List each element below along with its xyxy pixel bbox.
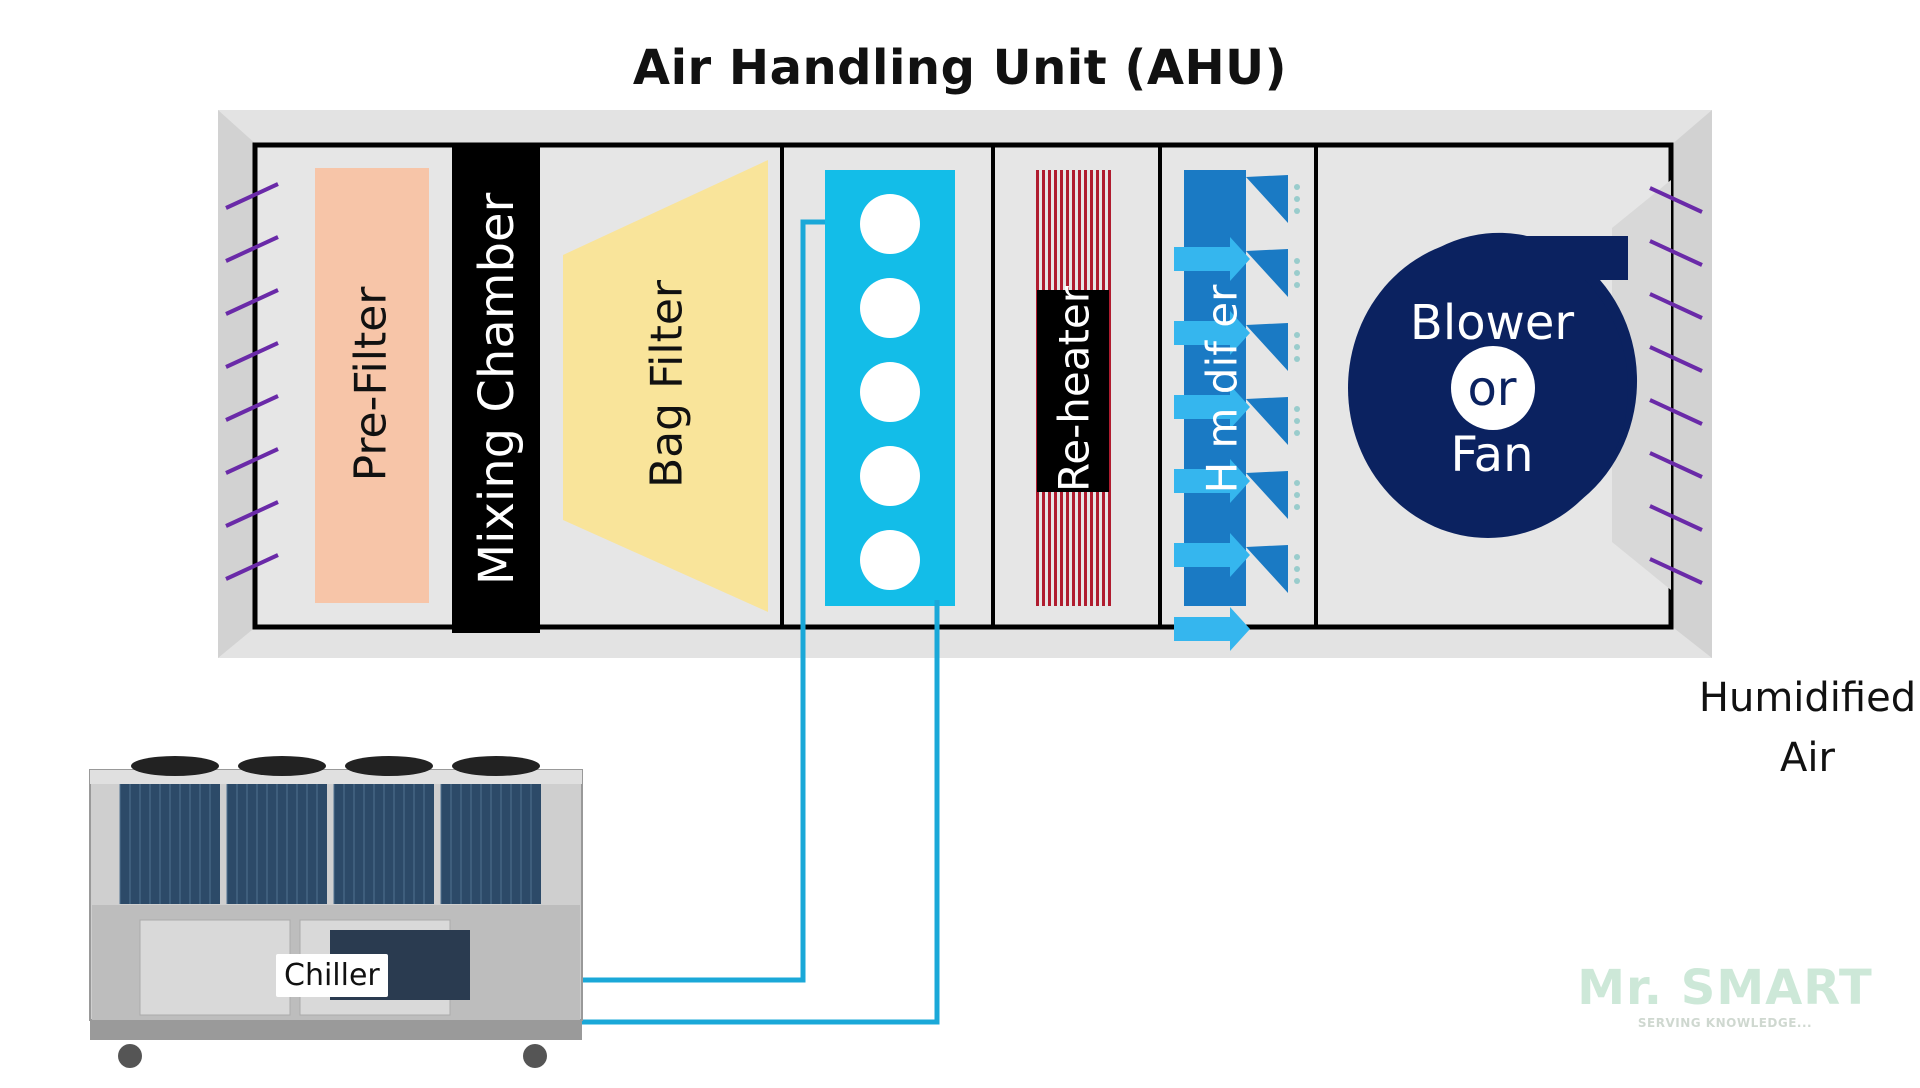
prefilter-label: Pre-Filter	[345, 286, 397, 482]
nozzle-dot	[1294, 196, 1300, 202]
spray-arrow	[1174, 459, 1250, 503]
nozzle-dot	[1294, 270, 1300, 276]
nozzle-dot	[1294, 406, 1300, 412]
nozzle-dot	[1294, 578, 1300, 584]
condenser-fan	[238, 756, 326, 776]
page-title: Air Handling Unit (AHU)	[632, 40, 1288, 96]
blower-fan	[1348, 232, 1638, 538]
chiller-unit	[89, 756, 583, 1068]
spray-cone	[1246, 323, 1288, 371]
louver-blade	[225, 394, 279, 422]
inlet-louvers	[225, 182, 279, 581]
nozzle-dot	[1294, 258, 1300, 264]
outlet-louvers	[1649, 186, 1703, 585]
condenser-fan	[131, 756, 219, 776]
spray-arrow	[1174, 607, 1250, 651]
nozzle-dot	[1294, 480, 1300, 486]
bag-filter-block	[563, 160, 768, 612]
spray-cone	[1246, 471, 1288, 519]
spray-cone	[1246, 397, 1288, 445]
blower-hub	[1451, 346, 1535, 430]
watermark: Mr. SMART SERVING KNOWLEDGE...	[1575, 960, 1875, 1030]
louver-blade	[1649, 451, 1703, 479]
nozzle-dot	[1294, 566, 1300, 572]
louver-blade	[225, 341, 279, 369]
reheater-label-bg	[1037, 290, 1109, 492]
spray-arrow	[1174, 311, 1250, 355]
chiller-label: Chiller	[276, 954, 388, 997]
humidifier-nozzles	[1294, 184, 1300, 584]
nozzle-dot	[1294, 356, 1300, 362]
nozzle-dot	[1294, 504, 1300, 510]
nozzle-dot	[1294, 430, 1300, 436]
coil-tube	[860, 530, 920, 590]
coil-tube	[860, 362, 920, 422]
louver-blade	[1649, 292, 1703, 320]
blower-label-line2: or	[1467, 361, 1517, 417]
nozzle-dot	[1294, 418, 1300, 424]
nozzle-dot	[1294, 554, 1300, 560]
humidifier-block	[1184, 170, 1246, 606]
reheater-stripe	[1108, 170, 1111, 606]
outlet-label: Humidified Air	[1695, 668, 1920, 788]
watermark-brand: Mr. SMART	[1577, 960, 1873, 1016]
louver-blade	[225, 182, 279, 210]
louver-blade	[1649, 345, 1703, 373]
louver-blade	[225, 500, 279, 528]
nozzle-dot	[1294, 208, 1300, 214]
louver-blade	[225, 447, 279, 475]
spray-cone	[1246, 545, 1288, 593]
chiller-wheel-1	[118, 1044, 142, 1068]
blower-outlet	[1500, 236, 1628, 280]
louver-blade	[1649, 557, 1703, 585]
coil-tube	[860, 446, 920, 506]
chiller-wheel-2	[523, 1044, 547, 1068]
mixing-chamber-block	[452, 145, 540, 633]
louver-blade	[225, 235, 279, 263]
nozzle-dot	[1294, 332, 1300, 338]
louver-blade	[225, 553, 279, 581]
humidifier-arrows	[1174, 175, 1288, 651]
chiller-panel-left	[139, 919, 291, 1016]
bag-filter-label: Bag Filter	[641, 279, 693, 489]
blower-label-line3: Fan	[1450, 427, 1534, 483]
louver-blade	[1649, 186, 1703, 214]
condenser-fan	[345, 756, 433, 776]
outlet-label-line1: Humidified	[1698, 675, 1917, 721]
prefilter-block	[315, 168, 429, 603]
chiller-skid	[90, 1020, 582, 1040]
coil-tube	[860, 194, 920, 254]
inlet-bevel	[218, 110, 258, 658]
mixing-chamber-label: Mixing Chamber	[469, 192, 525, 586]
outlet-duct	[1612, 180, 1671, 590]
spray-arrow	[1174, 385, 1250, 429]
reheater-label: Re-heater	[1049, 285, 1099, 493]
nozzle-dot	[1294, 184, 1300, 190]
condenser-fan	[452, 756, 540, 776]
spray-arrow	[1174, 533, 1250, 577]
nozzle-dot	[1294, 344, 1300, 350]
chilled-supply-pipe	[462, 219, 825, 983]
outlet-label-line2: Air	[1780, 735, 1835, 781]
nozzle-dot	[1294, 492, 1300, 498]
chiller-top	[90, 770, 582, 784]
blower-label-line1: Blower	[1409, 295, 1575, 351]
cooling-coil-tubes	[860, 194, 920, 590]
louver-blade	[1649, 504, 1703, 532]
spray-arrow	[1174, 237, 1250, 281]
louver-blade	[1649, 239, 1703, 267]
watermark-tagline: SERVING KNOWLEDGE...	[1637, 1016, 1813, 1030]
nozzle-dot	[1294, 282, 1300, 288]
humidifier-label: H m dif er	[1197, 284, 1247, 494]
louver-blade	[1649, 398, 1703, 426]
spray-cone	[1246, 249, 1288, 297]
spray-cone	[1246, 175, 1288, 223]
coil-tube	[860, 278, 920, 338]
louver-blade	[225, 288, 279, 316]
